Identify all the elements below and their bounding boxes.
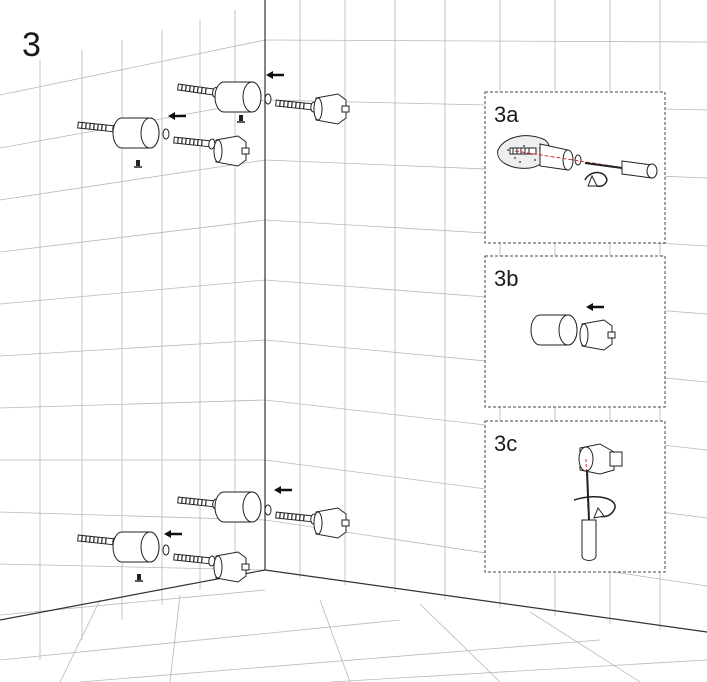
set-screw [236, 114, 246, 123]
cylinder-cap [112, 531, 160, 563]
set-screw [133, 159, 143, 168]
screw [274, 97, 318, 113]
rotate-arrow-icon [584, 171, 608, 187]
step-number: 3 [22, 26, 41, 64]
arrow-left-icon [264, 69, 286, 81]
mounting-bracket [579, 319, 616, 351]
panel-label: 3c [494, 431, 517, 456]
washer [162, 128, 170, 140]
detail-panel-3a: 3a [484, 91, 666, 244]
mounting-bracket [213, 551, 250, 583]
cylinder-cap [530, 314, 578, 346]
screw [176, 494, 220, 510]
arrow-left-icon [162, 528, 184, 540]
screwdriver-icon [584, 160, 658, 179]
panel-label: 3a [494, 102, 519, 127]
arrow-left-icon [272, 484, 294, 496]
cylinder-cap [112, 117, 160, 149]
upper-mounting-set [76, 69, 350, 168]
washer [264, 504, 272, 516]
detail-panel-3b: 3b [484, 255, 666, 408]
washer [162, 544, 170, 556]
screw [176, 81, 220, 99]
mounting-bracket [213, 135, 250, 167]
screwdriver-icon [581, 469, 597, 561]
arrow-left-icon [166, 110, 188, 122]
set-screw [134, 573, 144, 582]
screw [172, 134, 216, 150]
cylinder-cap [214, 491, 262, 523]
mounting-bracket [313, 93, 350, 125]
lower-mounting-set [76, 484, 350, 583]
washer [264, 93, 272, 105]
rotate-arrow-icon [573, 496, 616, 519]
detail-panel-3c: 3c [484, 420, 666, 573]
panel-label: 3b [494, 266, 518, 291]
mounting-bracket [313, 507, 350, 539]
screw [172, 551, 216, 567]
cylinder-cap [214, 81, 262, 113]
